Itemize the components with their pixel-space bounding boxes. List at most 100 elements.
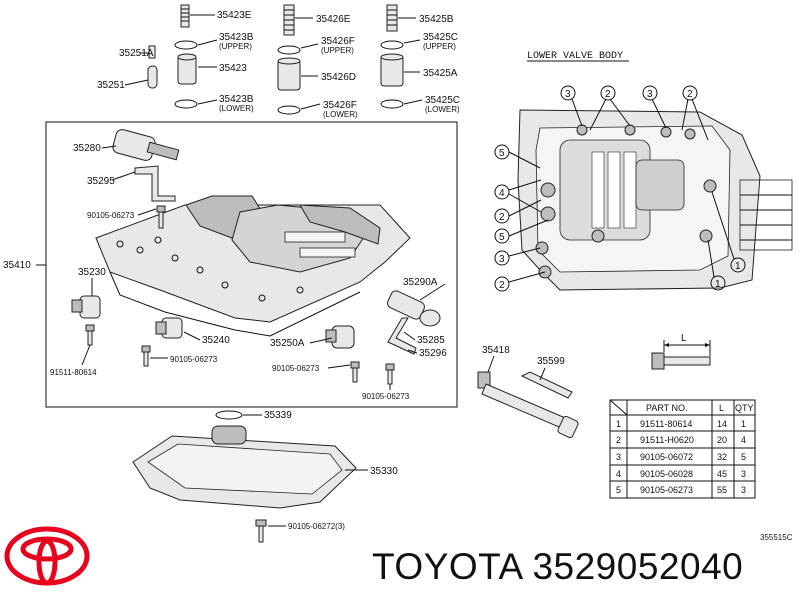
oring-35423B-upper <box>174 40 198 50</box>
label-35330: 35330 <box>370 466 398 477</box>
td-part: 91511-80614 <box>640 419 692 429</box>
valve-body-assembly <box>95 195 411 337</box>
bracket-35296 <box>387 317 417 355</box>
circle-num: 3 <box>647 89 653 100</box>
circle-num: 3 <box>499 254 505 265</box>
label-35251: 35251 <box>97 80 125 91</box>
bolt-c <box>350 361 360 369</box>
brand-part-number: TOYOTA 3529052040 <box>372 546 744 587</box>
oring-35425C-upper <box>380 40 404 50</box>
td-qty: 3 <box>741 469 746 479</box>
bolt-dimension-diagram: L <box>651 333 711 370</box>
td-n: 3 <box>616 452 621 462</box>
sensor-35230 <box>71 295 101 319</box>
td-qty: 1 <box>741 419 746 429</box>
td-n: 5 <box>616 485 621 495</box>
label-35295: 35295 <box>87 176 115 187</box>
circle-num: 3 <box>565 89 571 100</box>
circle-num: 1 <box>715 279 721 290</box>
solenoid-35290A <box>387 290 441 327</box>
label-35418: 35418 <box>482 345 510 356</box>
td-l: 20 <box>717 435 727 445</box>
pin-35251A <box>148 45 156 59</box>
reference-code: 355515C <box>760 533 793 542</box>
note-upper-3: (UPPER) <box>423 42 456 51</box>
lower-valve-body-title: LOWER VALVE BODY <box>527 51 623 62</box>
label-35426E: 35426E <box>316 14 351 25</box>
label-35240: 35240 <box>202 335 230 346</box>
bolt-91511 <box>85 324 95 332</box>
toyota-logo-icon <box>4 526 90 586</box>
label-91511-80614: 91511-80614 <box>50 368 97 377</box>
oring-35426F-upper <box>277 45 301 55</box>
td-part: 90105-06072 <box>640 452 693 462</box>
label-35285: 35285 <box>417 335 445 346</box>
bolt-a <box>156 205 166 213</box>
circle-num: 4 <box>499 188 505 199</box>
td-l: 55 <box>717 485 727 495</box>
label-90105-06272: 90105-06272(3) <box>288 522 345 531</box>
label-35599: 35599 <box>537 356 565 367</box>
spring-35423E <box>180 4 190 28</box>
label-35230: 35230 <box>78 267 106 278</box>
note-upper-2: (UPPER) <box>321 46 354 55</box>
td-n: 1 <box>616 419 621 429</box>
label-35410: 35410 <box>3 260 31 271</box>
note-lower-2: (LOWER) <box>323 110 358 119</box>
label-35426F-lower: 35426F <box>323 100 357 111</box>
sensor-35240 <box>155 317 183 339</box>
circle-num: 2 <box>605 89 611 100</box>
note-lower-1: (LOWER) <box>219 104 254 113</box>
oring-35426F-lower <box>277 105 301 115</box>
label-90105-d: 90105-06273 <box>362 392 410 401</box>
td-l: 32 <box>717 452 727 462</box>
label-90105-a: 90105-06273 <box>87 211 135 220</box>
label-35423E: 35423E <box>217 10 252 21</box>
label-35425C-upper: 35425C <box>423 32 458 43</box>
oil-pan-35330 <box>132 425 357 509</box>
td-part: 90105-06028 <box>640 469 693 479</box>
td-l: 45 <box>717 469 727 479</box>
sensor-35250A <box>325 325 355 349</box>
td-qty: 5 <box>741 452 746 462</box>
td-part: 90105-06273 <box>640 485 693 495</box>
clamp-35599 <box>520 371 573 399</box>
label-90105-b: 90105-06273 <box>170 355 218 364</box>
circle-num: 1 <box>735 261 741 272</box>
th-l: L <box>719 403 724 413</box>
lower-valve-body-drawing <box>517 109 793 291</box>
td-part: 91511-H0620 <box>640 435 694 445</box>
oring-35339 <box>215 410 243 420</box>
label-35425C-lower: 35425C <box>425 95 460 106</box>
oring-35423B-lower <box>174 99 198 109</box>
bolt-d <box>385 363 395 371</box>
note-lower-3: (LOWER) <box>425 105 460 114</box>
label-35423B-lower: 35423B <box>219 94 254 105</box>
note-upper-1: (UPPER) <box>219 42 252 51</box>
cable-35418 <box>477 371 579 439</box>
bolt-b <box>141 345 151 353</box>
td-l: 14 <box>717 419 727 429</box>
spring-35425B <box>386 4 398 32</box>
circle-num: 2 <box>687 89 693 100</box>
dim-label-L: L <box>681 333 687 344</box>
label-35296: 35296 <box>419 348 447 359</box>
bolt-spec-table: PART NO. L QTY 1 91511-80614 14 1 2 9151… <box>609 399 756 499</box>
label-35426D: 35426D <box>321 72 356 83</box>
label-35426F-upper: 35426F <box>321 36 355 47</box>
circle-num: 2 <box>499 280 505 291</box>
group-35426 <box>277 4 301 115</box>
solenoid-35280 <box>112 129 180 161</box>
label-35290A: 35290A <box>403 277 438 288</box>
label-35423B-upper: 35423B <box>219 32 254 43</box>
td-qty: 3 <box>741 485 746 495</box>
label-35280: 35280 <box>73 143 101 154</box>
group-35425 <box>380 4 404 109</box>
label-90105-c: 90105-06273 <box>272 364 320 373</box>
label-35425B: 35425B <box>419 14 454 25</box>
td-n: 4 <box>616 469 621 479</box>
th-qty: QTY <box>735 403 754 413</box>
valve-35251 <box>147 65 158 89</box>
